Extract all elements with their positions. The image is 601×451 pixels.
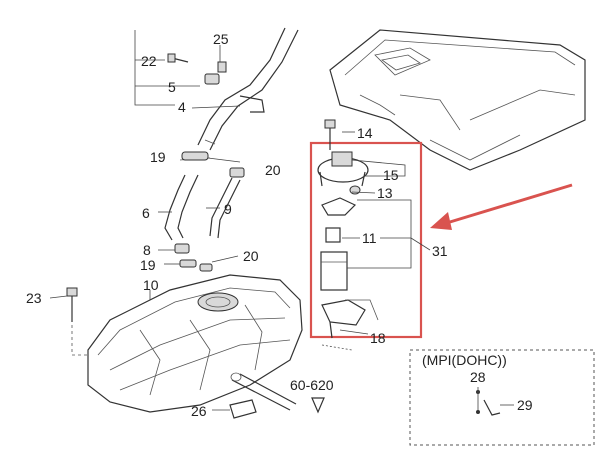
- callout-31: 31: [432, 243, 448, 259]
- bracket-4: [239, 95, 265, 113]
- callout-5: 5: [168, 79, 176, 95]
- callout-9: 9: [224, 201, 232, 217]
- tube-60-620: [230, 372, 325, 414]
- callout-22: 22: [141, 53, 157, 69]
- fuel-tank: [87, 274, 303, 413]
- variant-box: (MPI(DOHC)): [409, 349, 595, 446]
- callout-11: 11: [362, 230, 377, 246]
- callout-26: 26: [191, 403, 207, 419]
- callout-25: 25: [213, 31, 229, 47]
- hose-6: [164, 151, 211, 241]
- callout-13: 13: [377, 185, 393, 201]
- callout-18: 18: [370, 330, 386, 346]
- callout-28: 28: [470, 369, 486, 385]
- pump-module-highlight: [309, 141, 423, 339]
- callout-14: 14: [357, 125, 373, 141]
- pad-26: [229, 399, 257, 419]
- callout-19a: 19: [150, 149, 166, 165]
- clamp-8: [174, 243, 190, 254]
- callout-23: 23: [26, 290, 42, 306]
- callout-29: 29: [517, 397, 533, 413]
- floor-panel: [329, 29, 586, 171]
- clamp-19b: [179, 259, 197, 268]
- fuel-pump-module: [317, 119, 379, 339]
- callout-20b: 20: [243, 248, 259, 264]
- clamp-5: [204, 73, 220, 85]
- callout-8: 8: [143, 242, 151, 258]
- highlight-arrow: [430, 183, 573, 230]
- callout-60-620: 60-620: [290, 377, 334, 393]
- callout-19b: 19: [140, 257, 156, 273]
- callout-6: 6: [142, 205, 150, 221]
- callout-10: 10: [143, 277, 159, 293]
- variant-box-label: (MPI(DOHC)): [422, 352, 507, 368]
- bolt-23: [66, 287, 90, 356]
- bolt-22: [167, 53, 189, 63]
- callout-20a: 20: [265, 162, 281, 178]
- callout-4: 4: [178, 99, 186, 115]
- clip-25: [217, 61, 227, 73]
- clamp-20b: [199, 263, 213, 272]
- callout-15: 15: [383, 167, 399, 183]
